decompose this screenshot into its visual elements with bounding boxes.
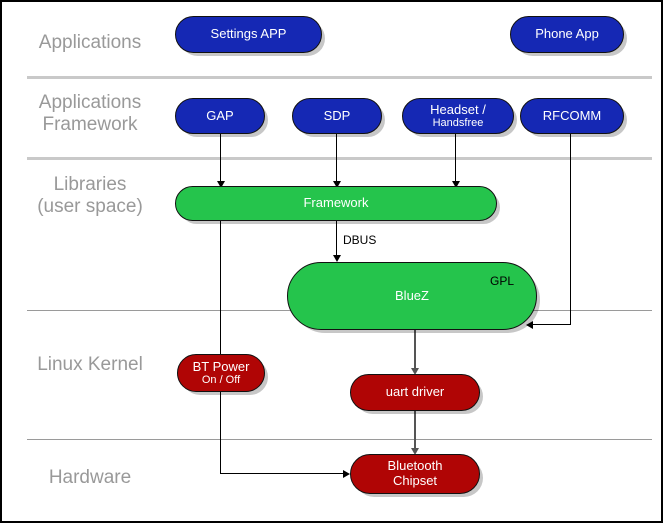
node-gap-label: GAP (206, 107, 234, 123)
node-rfcomm[interactable]: RFCOMM (520, 98, 624, 134)
edge-rfcomm-bluez-vline (570, 133, 571, 325)
divider-applications-framework (27, 157, 652, 160)
edge-framework-chipset-vline (220, 220, 221, 474)
layer-label-applications-framework: Applications Framework (38, 92, 142, 135)
node-sdp[interactable]: SDP (292, 98, 382, 134)
node-bluez-label: BlueZ (395, 287, 429, 303)
node-phone-app-label: Phone App (535, 26, 599, 42)
divider-linux-kernel (27, 439, 652, 440)
node-settings-app-label: Settings APP (210, 26, 287, 42)
node-uart-driver[interactable]: uart driver (350, 374, 480, 411)
layer-label-hardware: Hardware (48, 467, 132, 488)
edge-gap-framework-arrow (217, 181, 225, 188)
edge-headset-framework-arrow (452, 181, 460, 188)
node-bluetooth-chipset-label: Bluetooth (387, 458, 443, 474)
divider-applications (27, 76, 652, 79)
edge-framework-chipset-hline (220, 473, 344, 474)
node-bluez[interactable]: GPL BlueZ (287, 262, 537, 330)
edge-framework-chipset-arrow (343, 470, 350, 478)
node-sdp-label: SDP (323, 107, 351, 123)
node-framework-label: Framework (303, 195, 369, 211)
node-headset-handsfree-sublabel: Handsfree (432, 117, 484, 130)
node-settings-app[interactable]: Settings APP (175, 16, 322, 53)
node-framework[interactable]: Framework (175, 186, 497, 221)
edge-sdp-framework-line (336, 133, 337, 184)
layer-label-linux-kernel: Linux Kernel (37, 354, 143, 375)
edge-bluez-uart-line (414, 330, 416, 372)
node-phone-app[interactable]: Phone App (510, 16, 624, 53)
edge-rfcomm-bluez-hline (530, 324, 571, 325)
layer-label-applications: Applications (38, 32, 142, 53)
edge-uart-chipset-line (414, 411, 416, 453)
edge-label-dbus: DBUS (343, 233, 377, 247)
edge-uart-chipset-arrow (411, 448, 419, 455)
node-headset-handsfree-label: Headset / (430, 101, 486, 117)
edge-framework-bluez-line (336, 220, 337, 258)
node-headset-handsfree[interactable]: Headset / Handsfree (402, 98, 514, 134)
node-bt-power-sublabel: On / Off (201, 374, 241, 387)
node-bluez-badge: GPL (489, 274, 514, 288)
edge-gap-framework-line (220, 133, 221, 184)
node-rfcomm-label: RFCOMM (542, 107, 602, 123)
node-bluetooth-chipset[interactable]: Bluetooth Chipset (350, 454, 480, 494)
node-gap[interactable]: GAP (175, 98, 265, 134)
edge-framework-bluez-arrow (333, 255, 341, 262)
edge-sdp-framework-arrow (333, 181, 341, 188)
node-bt-power[interactable]: BT Power On / Off (177, 354, 265, 392)
node-bluetooth-chipset-sublabel: Chipset (392, 473, 438, 488)
edge-bluez-uart-arrow (411, 368, 419, 375)
edge-headset-framework-line (455, 133, 456, 184)
layer-label-libraries: Libraries (user space) (37, 174, 143, 217)
edge-rfcomm-bluez-arrow (526, 321, 533, 329)
node-bt-power-label: BT Power (192, 358, 250, 374)
node-uart-driver-label: uart driver (385, 384, 445, 400)
